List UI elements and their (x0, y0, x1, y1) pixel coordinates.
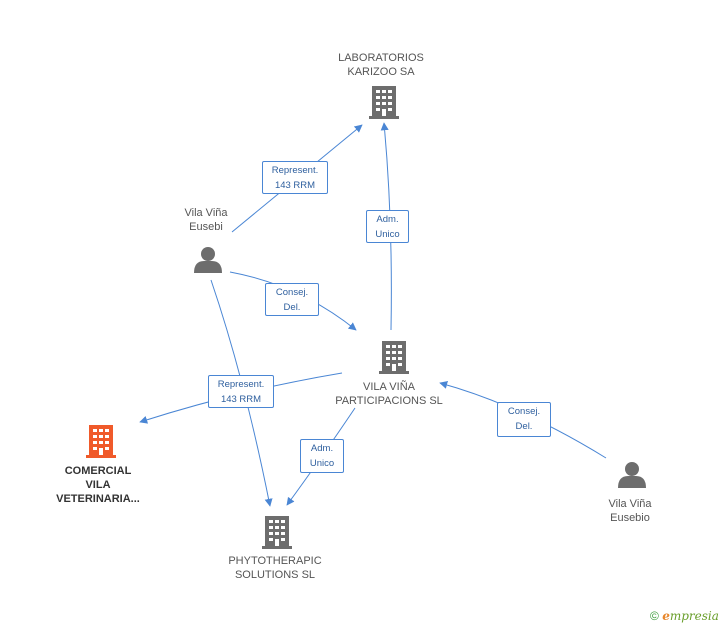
brand-name: mpresia (669, 609, 719, 623)
edge-label-line: Consej. (507, 406, 541, 417)
brand-logo: empresia (662, 609, 719, 623)
edge-label-consej-del[interactable]: Consej. Del. (265, 283, 319, 316)
edge-label-consej-del[interactable]: Consej. Del. (497, 402, 551, 437)
person-icon[interactable] (618, 462, 646, 488)
label-line: Vila Viña (608, 498, 652, 510)
label-line: Eusebio (610, 512, 650, 524)
label-line: VETERINARIA... (56, 493, 140, 505)
edge-label-line: Del. (283, 302, 301, 313)
label-line: KARIZOO SA (347, 66, 415, 78)
edge-label-line: Del. (515, 421, 533, 432)
edge-label-line: Unico (375, 229, 400, 240)
edge-label-adm-unico[interactable]: Adm. Unico (300, 439, 344, 473)
building-icon[interactable] (262, 516, 292, 549)
node-label-laboratorios[interactable]: LABORATORIOS KARIZOO SA (311, 51, 451, 79)
edge-label-line: Consej. (275, 287, 309, 298)
label-line: PHYTOTHERAPIC (228, 555, 322, 567)
footer-brand: © empresia (650, 609, 719, 623)
edge-label-line: Adm. (310, 443, 334, 454)
edge-label-adm-unico[interactable]: Adm. Unico (366, 210, 409, 243)
edge-label-line: Represent. (271, 165, 319, 176)
person-icon[interactable] (194, 247, 222, 273)
brand-initial: e (662, 609, 670, 623)
edge-label-line: 143 RRM (220, 394, 262, 405)
building-icon[interactable] (86, 425, 116, 458)
label-line: Vila Viña (184, 207, 228, 219)
building-icon[interactable] (369, 86, 399, 119)
label-line: SOLUTIONS SL (234, 569, 316, 581)
label-line: Eusebi (189, 221, 223, 233)
node-label-vila-eusebio[interactable]: Vila Viña Eusebio (560, 497, 700, 525)
label-line: VILA VIÑA (363, 381, 415, 393)
copyright-symbol: © (650, 609, 659, 623)
node-label-vila-participacions[interactable]: VILA VIÑA PARTICIPACIONS SL (319, 380, 459, 408)
edge-label-line: Adm. (376, 214, 399, 225)
node-label-comercial[interactable]: COMERCIAL VILA VETERINARIA... (28, 464, 168, 506)
edge-label-line: 143 RRM (274, 180, 316, 191)
edge-label-line: Represent. (217, 379, 265, 390)
edge-label-represent[interactable]: Represent. 143 RRM (208, 375, 274, 408)
label-line: COMERCIAL (64, 465, 132, 477)
edge-label-represent[interactable]: Represent. 143 RRM (262, 161, 328, 194)
label-line: LABORATORIOS (338, 52, 424, 64)
edge-label-line: Unico (309, 458, 335, 469)
label-line: VILA (85, 479, 111, 491)
building-icon[interactable] (379, 341, 409, 374)
node-label-phytotherapic[interactable]: PHYTOTHERAPIC SOLUTIONS SL (205, 554, 345, 582)
label-line: PARTICIPACIONS SL (335, 395, 443, 407)
node-label-vila-eusebi[interactable]: Vila Viña Eusebi (136, 206, 276, 234)
